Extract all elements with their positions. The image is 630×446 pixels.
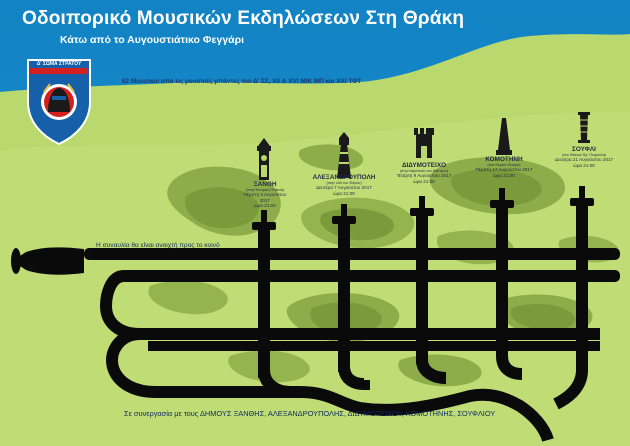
venue-name: ΔΙΔΥΜΟΤΕΙΧΟ xyxy=(401,162,447,169)
army-corps-shield-icon xyxy=(27,59,91,146)
venue-time: ώρα 21:00 xyxy=(493,172,515,178)
venue-place: (στο Θέατρο Πρ. Πετρούλα) xyxy=(562,153,606,158)
venue-name: ΚΟΜΟΤΗΝΗ xyxy=(485,156,523,163)
venue-time: ώρα 21:00 xyxy=(413,178,435,184)
silk-spool-icon xyxy=(578,112,590,143)
venue-date: Δευτέρα 21 Αυγούστου 2017 xyxy=(554,157,614,163)
clock-tower-icon xyxy=(257,138,271,180)
partners-line: Σε συνεργασία με τους ΔΗΜΟΥΣ ΞΑΝΘΗΣ, ΑΛΕ… xyxy=(124,409,496,418)
poster-title: Οδοιπορικό Μουσικών Εκδηλώσεων Στη Θράκη xyxy=(22,8,465,29)
venue-soufli: ΣΟΥΦΛΙ (στο Θέατρο Πρ. Πετρούλα) Δευτέρα… xyxy=(552,146,616,168)
poster-subtitle: Κάτω από το Αυγουστιάτικο Φεγγάρι xyxy=(60,34,245,46)
venue-place: (στο Θερινό Θέατρο) xyxy=(487,163,521,168)
venue-name: ΣΟΥΦΛΙ xyxy=(572,146,596,153)
venue-time: ώρα 21:00 xyxy=(573,162,595,168)
venue-time: ώρα 21:00 xyxy=(333,190,355,196)
musicians-count-line: 62 Μουσικοί από τις μουσικές μπάντες του… xyxy=(122,78,362,85)
castle-tower-icon xyxy=(414,128,434,158)
brass-instrument-illustration xyxy=(11,186,620,442)
venue-name: ΑΛΕΞΑΝΔΡΟΥΠΟΛΗ xyxy=(312,174,376,181)
venue-date: Πέμπτη 17 Αυγούστου 2017 xyxy=(475,167,533,173)
emblem-label: Δ' ΣΩΜΑ ΣΤΡΑΤΟΥ xyxy=(36,61,82,67)
venue-name: ΞΑΝΘΗ xyxy=(253,181,277,188)
venue-date: Πέμπτη 3 Αυγούστου 2017 xyxy=(243,192,287,203)
venue-date: Δευτέρα 7 Αυγούστου 2017 xyxy=(316,185,372,191)
venue-place: (στην ακρόπολη του Κάστρου) xyxy=(399,169,449,174)
venue-komotini: ΚΟΜΟΤΗΝΗ (στο Θερινό Θέατρο) Πέμπτη 17 Α… xyxy=(474,156,534,178)
venue-date: Τετάρτη 9 Αυγούστου 2017 xyxy=(396,173,452,179)
venue-xanthi: ΞΑΝΘΗ (στην Κεντρική Πλατεία) Πέμπτη 3 Α… xyxy=(238,181,292,208)
open-to-public-note: Η συναυλία θα είναι ανοιχτή προς το κοιν… xyxy=(96,242,220,249)
lighthouse-icon xyxy=(337,132,351,178)
venue-time: ώρα 21:00 xyxy=(254,203,276,209)
venue-alexandroupoli: ΑΛΕΞΑΝΔΡΟΥΠΟΛΗ (στην οδό του Φάρου) Δευτ… xyxy=(312,174,376,196)
venue-place: (στην Κεντρική Πλατεία) xyxy=(246,188,284,193)
obelisk-monument-icon xyxy=(496,118,512,155)
venue-place: (στην οδό του Φάρου) xyxy=(326,181,362,186)
venue-didymoteicho: ΔΙΔΥΜΟΤΕΙΧΟ (στην ακρόπολη του Κάστρου) … xyxy=(394,162,454,184)
